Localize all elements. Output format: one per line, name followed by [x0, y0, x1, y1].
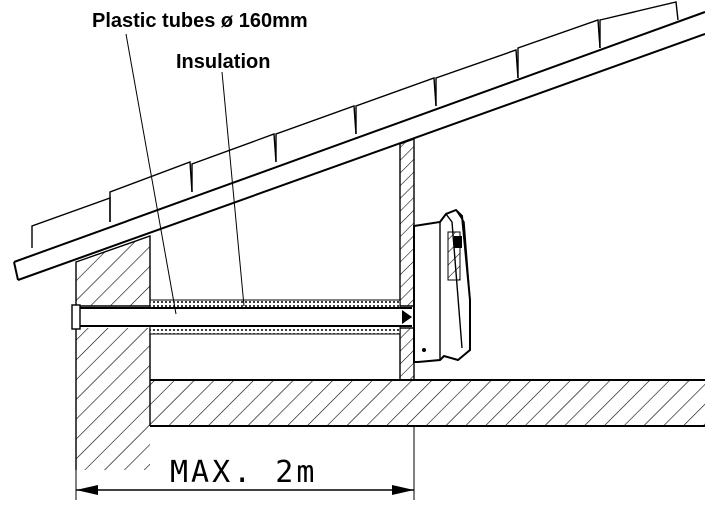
roof — [13, 1, 705, 281]
plastic-tube — [71, 299, 412, 335]
insulation-label: Insulation — [176, 51, 270, 73]
tubes-label: Plastic tubes ø 160mm — [92, 10, 308, 32]
leader-lines — [125, 33, 245, 315]
right-wall — [399, 138, 415, 381]
left-wall — [75, 235, 151, 470]
dimension — [75, 426, 415, 500]
roof-tiles — [31, 1, 679, 248]
floor-slab — [150, 379, 705, 427]
unit-grille — [447, 231, 462, 281]
dimension-label: MAX. 2m — [170, 455, 317, 490]
ventilation-unit — [413, 208, 471, 363]
